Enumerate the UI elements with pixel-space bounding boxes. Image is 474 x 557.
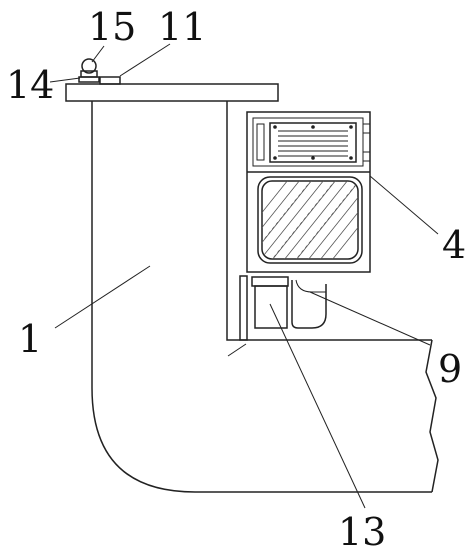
callout-9: 9 <box>438 347 462 391</box>
callout-4: 4 <box>442 223 466 267</box>
leader-15 <box>91 45 105 63</box>
vent-grille <box>269 122 357 163</box>
side-wall <box>239 275 248 341</box>
top-small-block <box>99 76 121 85</box>
leader-9 <box>309 291 431 346</box>
vent-slats <box>278 130 348 157</box>
lifting-ring <box>78 58 100 83</box>
grille-screws <box>273 125 353 160</box>
leader-4 <box>369 175 439 235</box>
callout-14: 14 <box>6 63 54 107</box>
upper-panel <box>252 117 364 167</box>
callout-1: 1 <box>18 317 42 361</box>
control-box <box>246 111 371 273</box>
leader-11 <box>119 43 171 77</box>
support-block <box>254 285 288 329</box>
leader-14 <box>49 77 81 83</box>
door-hinges <box>362 123 371 162</box>
leader-13 <box>269 303 366 509</box>
bracket-9-inner <box>295 279 326 293</box>
indicator-slot <box>256 123 265 161</box>
support-top <box>251 276 289 287</box>
break-line <box>425 339 439 493</box>
callout-15: 15 <box>88 5 136 49</box>
leader-tick <box>227 343 247 357</box>
callout-11: 11 <box>158 5 206 49</box>
callout-13: 13 <box>338 510 386 554</box>
top-cover-plate <box>65 83 279 102</box>
leader-1 <box>54 265 151 329</box>
main-body <box>91 101 432 493</box>
viewing-window <box>257 176 363 264</box>
main-body-right-edge <box>226 101 432 341</box>
bracket-9 <box>291 280 327 329</box>
